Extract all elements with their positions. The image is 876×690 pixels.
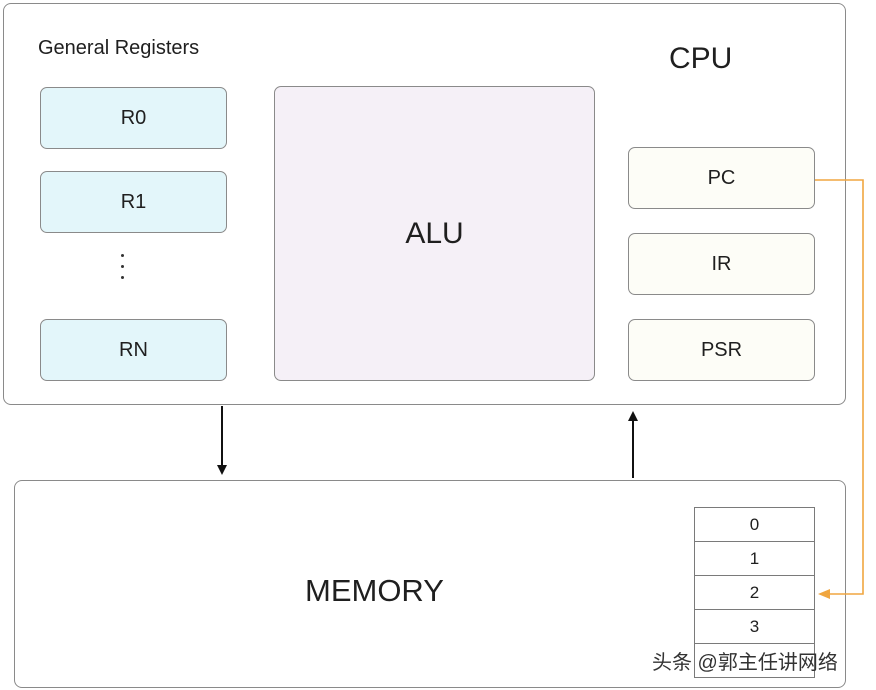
watermark: 头条 @郭主任讲网络	[652, 652, 838, 674]
memory-cell-0: 0	[694, 507, 815, 542]
register-psr: PSR	[628, 319, 815, 381]
memory-cell-1: 1	[694, 541, 815, 576]
alu-box: ALU	[274, 86, 595, 381]
ellipsis-icon	[117, 254, 127, 284]
register-pc: PC	[628, 147, 815, 209]
register-ir: IR	[628, 233, 815, 295]
register-r1: R1	[40, 171, 227, 233]
memory-cell-4	[694, 643, 815, 678]
alu-label: ALU	[405, 216, 464, 250]
memory-cell-3: 3	[694, 609, 815, 644]
cpu-title: CPU	[669, 42, 733, 75]
register-r0: R0	[40, 87, 227, 149]
memory-title: MEMORY	[305, 573, 444, 608]
register-rn: RN	[40, 319, 227, 381]
general-registers-title: General Registers	[38, 37, 200, 59]
memory-cell-2: 2	[694, 575, 815, 610]
